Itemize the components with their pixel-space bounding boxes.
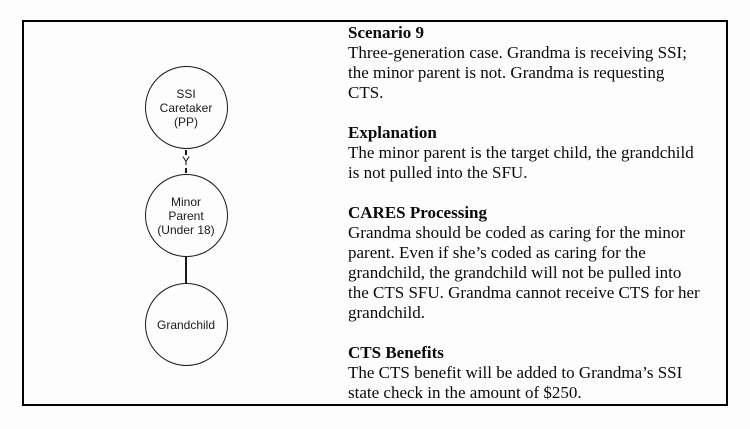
- node-minor-parent: Minor Parent (Under 18): [144, 174, 228, 257]
- section-heading-cts-benefits: CTS Benefits: [348, 343, 444, 362]
- scenario-panel: SSI Caretaker (PP) Y Minor Parent (Under…: [22, 20, 728, 406]
- section-explanation: Explanation The minor parent is the targ…: [348, 123, 724, 183]
- section-scenario: Scenario 9 Three-generation case. Grandm…: [348, 23, 724, 103]
- section-body-cares-processing: Grandma should be coded as caring for th…: [348, 223, 700, 322]
- section-heading-scenario: Scenario 9: [348, 23, 425, 42]
- section-heading-explanation: Explanation: [348, 123, 437, 142]
- family-relationship-diagram: SSI Caretaker (PP) Y Minor Parent (Under…: [142, 66, 230, 366]
- connector-caretaker-to-parent: Y: [182, 149, 190, 174]
- node-ssi-caretaker: SSI Caretaker (PP): [144, 66, 228, 149]
- connector-parent-to-grandchild: [185, 257, 187, 283]
- section-body-scenario: Three-generation case. Grandma is receiv…: [348, 43, 687, 102]
- dash-segment-top: [185, 150, 187, 155]
- section-heading-cares-processing: CARES Processing: [348, 203, 487, 222]
- node-grandchild: Grandchild: [144, 283, 228, 366]
- dash-segment-bottom: [185, 168, 187, 173]
- section-body-cts-benefits: The CTS benefit will be added to Grandma…: [348, 363, 683, 402]
- section-body-explanation: The minor parent is the target child, th…: [348, 143, 694, 182]
- section-cares-processing: CARES Processing Grandma should be coded…: [348, 203, 724, 323]
- connector-label: Y: [181, 154, 190, 168]
- scenario-text-column: Scenario 9 Three-generation case. Grandm…: [348, 23, 724, 423]
- section-cts-benefits: CTS Benefits The CTS benefit will be add…: [348, 343, 724, 403]
